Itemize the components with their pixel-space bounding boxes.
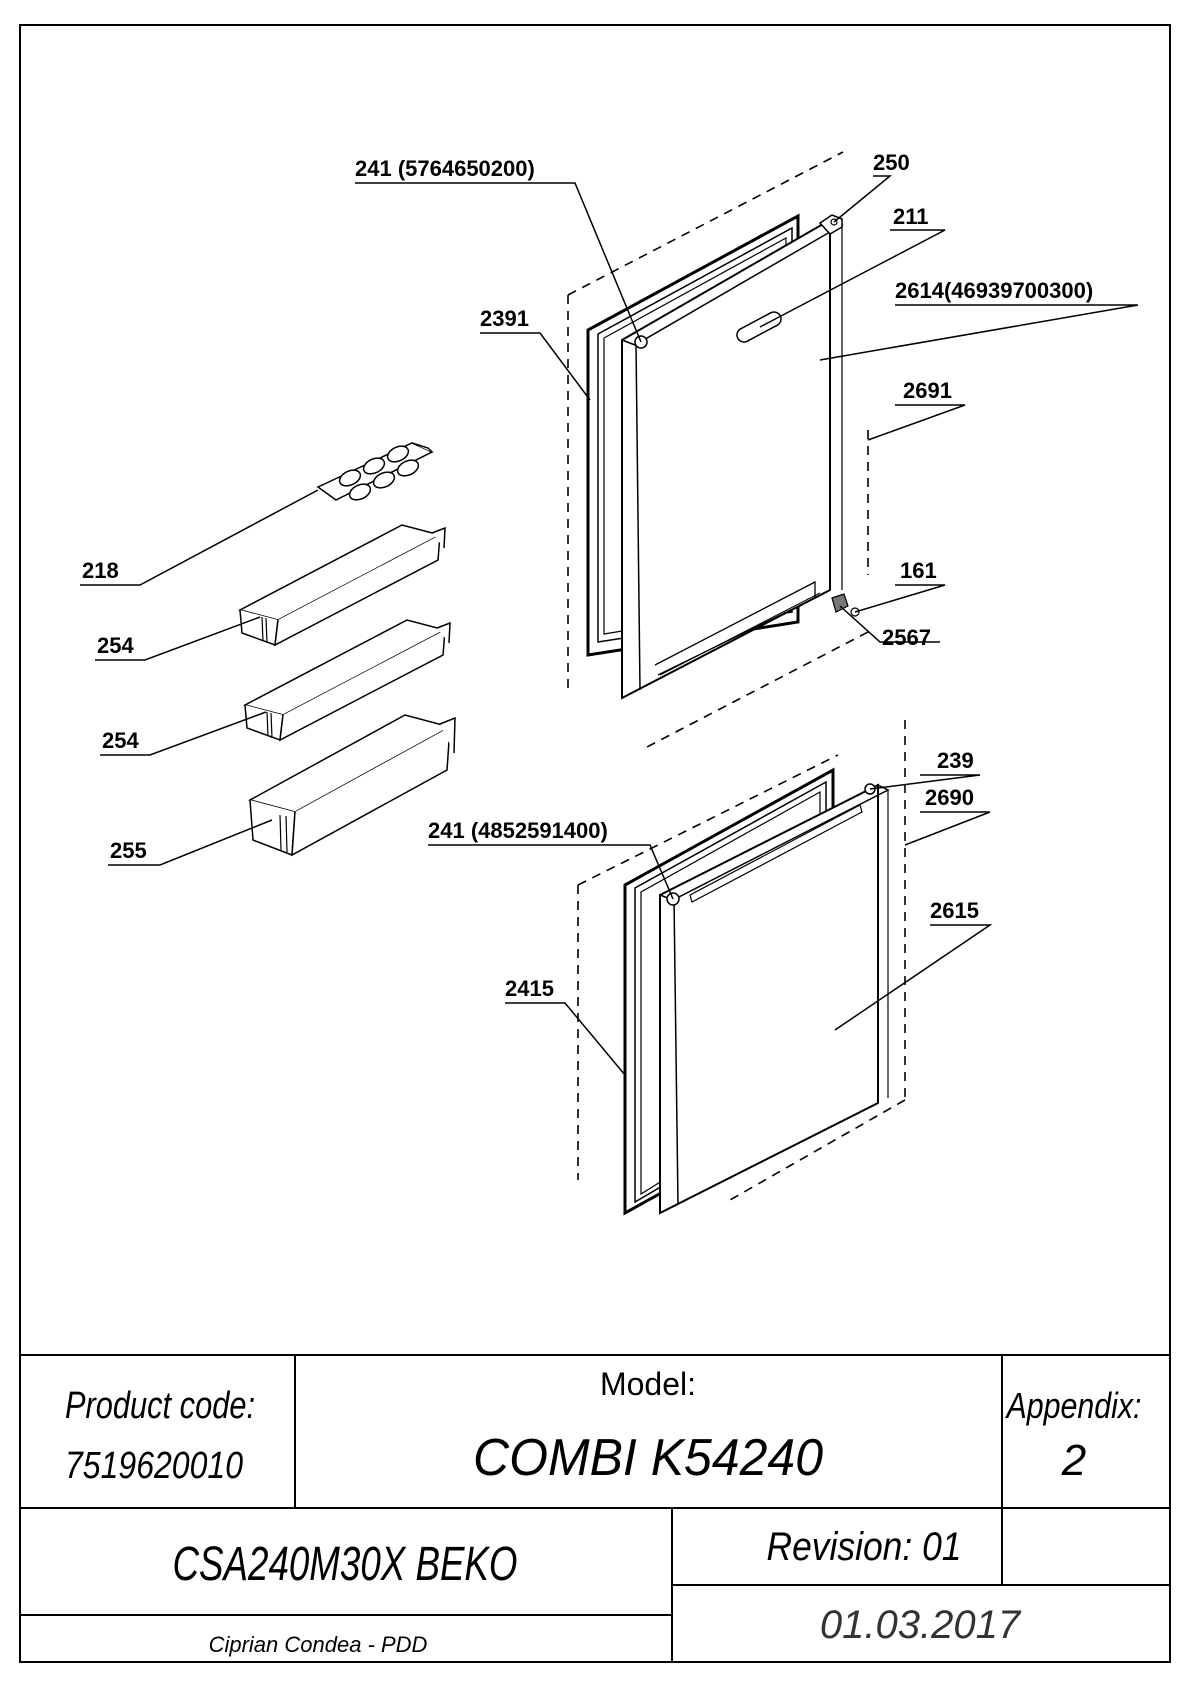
callout-241-lower: 241 (4852591400) bbox=[428, 818, 608, 843]
callout-211: 211 bbox=[893, 204, 929, 229]
callouts: 241 (5764650200) 250 211 2614(4693970030… bbox=[82, 150, 1093, 1001]
callout-254-upper: 254 bbox=[97, 633, 134, 658]
bottle-shelf-255 bbox=[247, 714, 456, 857]
callout-2391: 2391 bbox=[480, 306, 529, 331]
callout-2567: 2567 bbox=[882, 625, 931, 650]
egg-tray-218 bbox=[316, 442, 434, 501]
model-label: Model: bbox=[600, 1366, 696, 1402]
callout-2690: 2690 bbox=[925, 785, 974, 810]
lower-door-assembly bbox=[577, 720, 906, 1216]
title-block bbox=[20, 1354, 1170, 1662]
title-block-text: Product code: 7519620010 Model: COMBI K5… bbox=[65, 1366, 1142, 1657]
author: Ciprian Condea - PDD bbox=[209, 1632, 428, 1657]
product-code-value: 7519620010 bbox=[65, 1445, 243, 1487]
door-shelf-254-upper bbox=[237, 524, 446, 647]
upper-door-assembly bbox=[567, 151, 869, 749]
callout-218: 218 bbox=[82, 558, 119, 583]
callout-250: 250 bbox=[873, 150, 910, 175]
door-panel-upper bbox=[621, 214, 860, 700]
sheet-border bbox=[19, 24, 1171, 1663]
callout-254-lower: 254 bbox=[102, 728, 139, 753]
door-shelf-254-lower bbox=[242, 619, 451, 742]
callout-2415: 2415 bbox=[505, 976, 554, 1001]
date: 01.03.2017 bbox=[820, 1603, 1022, 1647]
leader-lines bbox=[80, 175, 1139, 1076]
callout-255: 255 bbox=[110, 838, 147, 863]
product-name: CSA240M30X BEKO bbox=[173, 1538, 518, 1591]
callout-2615: 2615 bbox=[930, 898, 979, 923]
revision: Revision: 01 bbox=[767, 1525, 962, 1569]
callout-241-upper: 241 (5764650200) bbox=[355, 156, 535, 181]
callout-239: 239 bbox=[937, 748, 974, 773]
callout-2614: 2614(46939700300) bbox=[895, 278, 1093, 303]
appendix-value: 2 bbox=[1061, 1436, 1086, 1485]
model-value: COMBI K54240 bbox=[473, 1429, 823, 1487]
product-code-label: Product code: bbox=[65, 1385, 255, 1427]
callout-161: 161 bbox=[900, 558, 937, 583]
callout-2691: 2691 bbox=[903, 378, 952, 403]
appendix-label: Appendix: bbox=[1005, 1385, 1142, 1426]
door-panel-lower bbox=[659, 783, 890, 1215]
